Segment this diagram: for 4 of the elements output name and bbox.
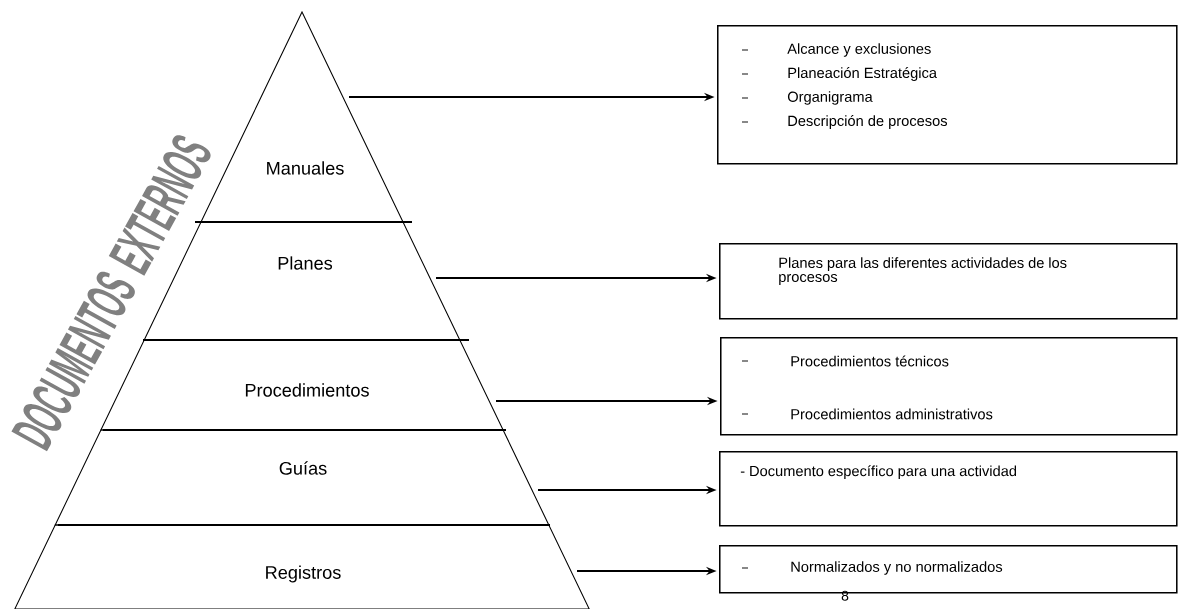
text-box: Planes para las diferentes actividades de los procesos <box>719 243 1178 320</box>
text-box: - Documento específico para una actividad <box>719 451 1178 527</box>
text-box: Alcance y exclusiones Planeación Estratégica Organigrama Descripción de procesos <box>717 25 1178 165</box>
text-box: Procedimientos técnicos Procedimientos administrativos <box>720 337 1178 436</box>
